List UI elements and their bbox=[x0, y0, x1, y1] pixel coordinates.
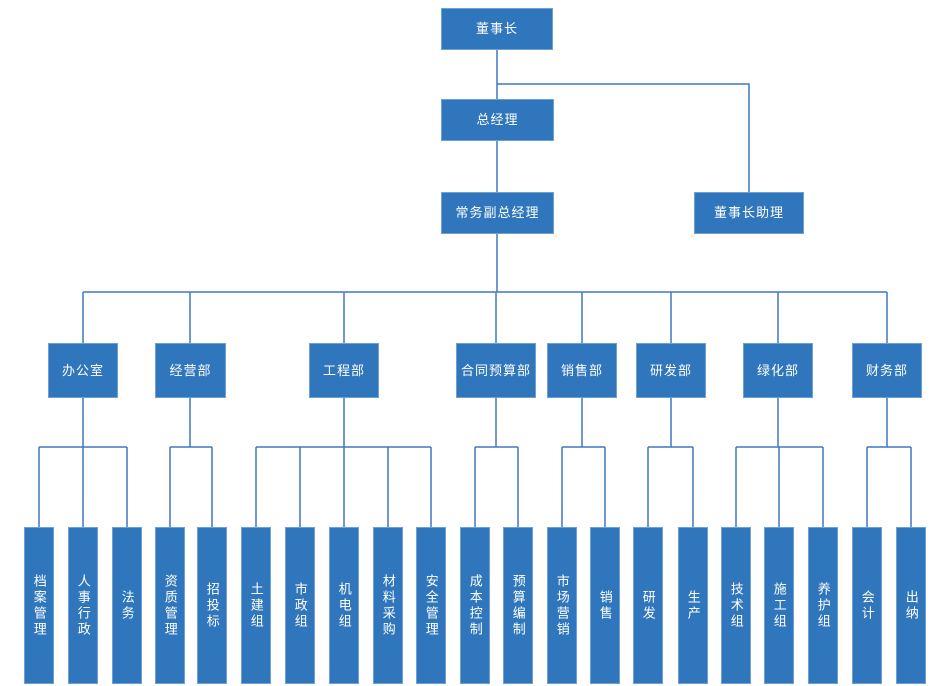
org-node-label-unit-safety-mgmt: 安全管理 bbox=[423, 573, 439, 638]
org-node-label-dept-office: 办公室 bbox=[61, 362, 104, 378]
org-node-label-dept-contract-budget: 合同预算部 bbox=[460, 362, 531, 378]
org-node-unit-mech-elec-group: 机电组 bbox=[329, 527, 359, 684]
org-node-label-chairman: 董事长 bbox=[475, 21, 518, 37]
org-node-label-unit-marketing: 市场营销 bbox=[554, 573, 570, 638]
org-node-unit-accounting: 会计 bbox=[852, 527, 882, 684]
org-node-unit-tech-group: 技术组 bbox=[721, 527, 751, 684]
org-node-label-dept-finance: 财务部 bbox=[865, 362, 908, 378]
org-node-label-unit-construction-group: 施工组 bbox=[771, 581, 787, 630]
org-node-label-unit-budget-preparation: 预算编制 bbox=[510, 573, 526, 638]
org-node-unit-civil-group: 土建组 bbox=[241, 527, 271, 684]
org-node-label-chairman-assistant: 董事长助理 bbox=[713, 205, 784, 221]
org-node-unit-construction-group: 施工组 bbox=[764, 527, 794, 684]
org-node-label-unit-archive-mgmt: 档案管理 bbox=[31, 573, 47, 638]
connector-chairman-to-assistant bbox=[497, 83, 750, 192]
org-node-dept-finance: 财务部 bbox=[852, 343, 922, 398]
org-node-unit-material-procurement: 材料采购 bbox=[373, 527, 403, 684]
org-node-unit-rnd: 研发 bbox=[633, 527, 663, 684]
org-node-label-executive-deputy-gm: 常务副总经理 bbox=[455, 205, 540, 221]
org-node-dept-greening: 绿化部 bbox=[743, 343, 813, 398]
org-node-unit-marketing: 市场营销 bbox=[547, 527, 577, 684]
org-node-unit-safety-mgmt: 安全管理 bbox=[416, 527, 446, 684]
org-node-label-unit-qualification-mgmt: 资质管理 bbox=[162, 573, 178, 638]
org-node-unit-archive-mgmt: 档案管理 bbox=[24, 527, 54, 684]
org-node-label-dept-sales: 销售部 bbox=[560, 362, 603, 378]
org-node-label-unit-sales: 销售 bbox=[597, 589, 613, 622]
org-node-label-dept-business: 经营部 bbox=[169, 362, 212, 378]
org-node-chairman: 董事长 bbox=[441, 8, 553, 50]
org-node-label-unit-municipal-group: 市政组 bbox=[292, 581, 308, 630]
org-node-unit-legal: 法务 bbox=[112, 527, 142, 684]
org-node-unit-budget-preparation: 预算编制 bbox=[503, 527, 533, 684]
org-node-label-dept-greening: 绿化部 bbox=[756, 362, 799, 378]
org-node-label-unit-tech-group: 技术组 bbox=[728, 581, 744, 630]
org-node-label-unit-accounting: 会计 bbox=[859, 589, 875, 622]
org-node-label-unit-cost-control: 成本控制 bbox=[467, 573, 483, 638]
org-node-executive-deputy-gm: 常务副总经理 bbox=[441, 192, 554, 234]
org-node-label-unit-hr-admin: 人事行政 bbox=[75, 573, 91, 638]
org-node-unit-production: 生产 bbox=[678, 527, 708, 684]
org-node-label-unit-rnd: 研发 bbox=[640, 589, 656, 622]
org-node-dept-sales: 销售部 bbox=[547, 343, 617, 398]
org-node-unit-sales: 销售 bbox=[590, 527, 620, 684]
org-node-label-general-manager: 总经理 bbox=[476, 112, 519, 128]
org-node-dept-business: 经营部 bbox=[155, 343, 226, 398]
org-node-unit-cashier: 出纳 bbox=[896, 527, 926, 684]
org-node-dept-rnd: 研发部 bbox=[636, 343, 706, 398]
org-node-unit-maintenance-group: 养护组 bbox=[808, 527, 838, 684]
org-node-chairman-assistant: 董事长助理 bbox=[694, 192, 804, 234]
org-node-unit-qualification-mgmt: 资质管理 bbox=[155, 527, 185, 684]
org-node-label-unit-material-procurement: 材料采购 bbox=[380, 573, 396, 638]
org-node-general-manager: 总经理 bbox=[441, 99, 554, 141]
org-node-label-dept-engineering: 工程部 bbox=[322, 362, 365, 378]
org-node-label-dept-rnd: 研发部 bbox=[649, 362, 692, 378]
org-node-label-unit-maintenance-group: 养护组 bbox=[815, 581, 831, 630]
org-node-unit-cost-control: 成本控制 bbox=[460, 527, 490, 684]
org-node-unit-bidding: 招投标 bbox=[197, 527, 227, 684]
org-node-label-unit-bidding: 招投标 bbox=[204, 581, 220, 630]
org-node-label-unit-cashier: 出纳 bbox=[903, 589, 919, 622]
org-node-unit-hr-admin: 人事行政 bbox=[68, 527, 98, 684]
org-node-dept-engineering: 工程部 bbox=[309, 343, 379, 398]
org-node-dept-contract-budget: 合同预算部 bbox=[456, 343, 536, 398]
org-node-unit-municipal-group: 市政组 bbox=[285, 527, 315, 684]
org-node-label-unit-legal: 法务 bbox=[119, 589, 135, 622]
org-node-dept-office: 办公室 bbox=[48, 343, 118, 398]
org-node-label-unit-production: 生产 bbox=[685, 589, 701, 622]
org-node-label-unit-mech-elec-group: 机电组 bbox=[336, 581, 352, 630]
org-node-label-unit-civil-group: 土建组 bbox=[248, 581, 264, 630]
